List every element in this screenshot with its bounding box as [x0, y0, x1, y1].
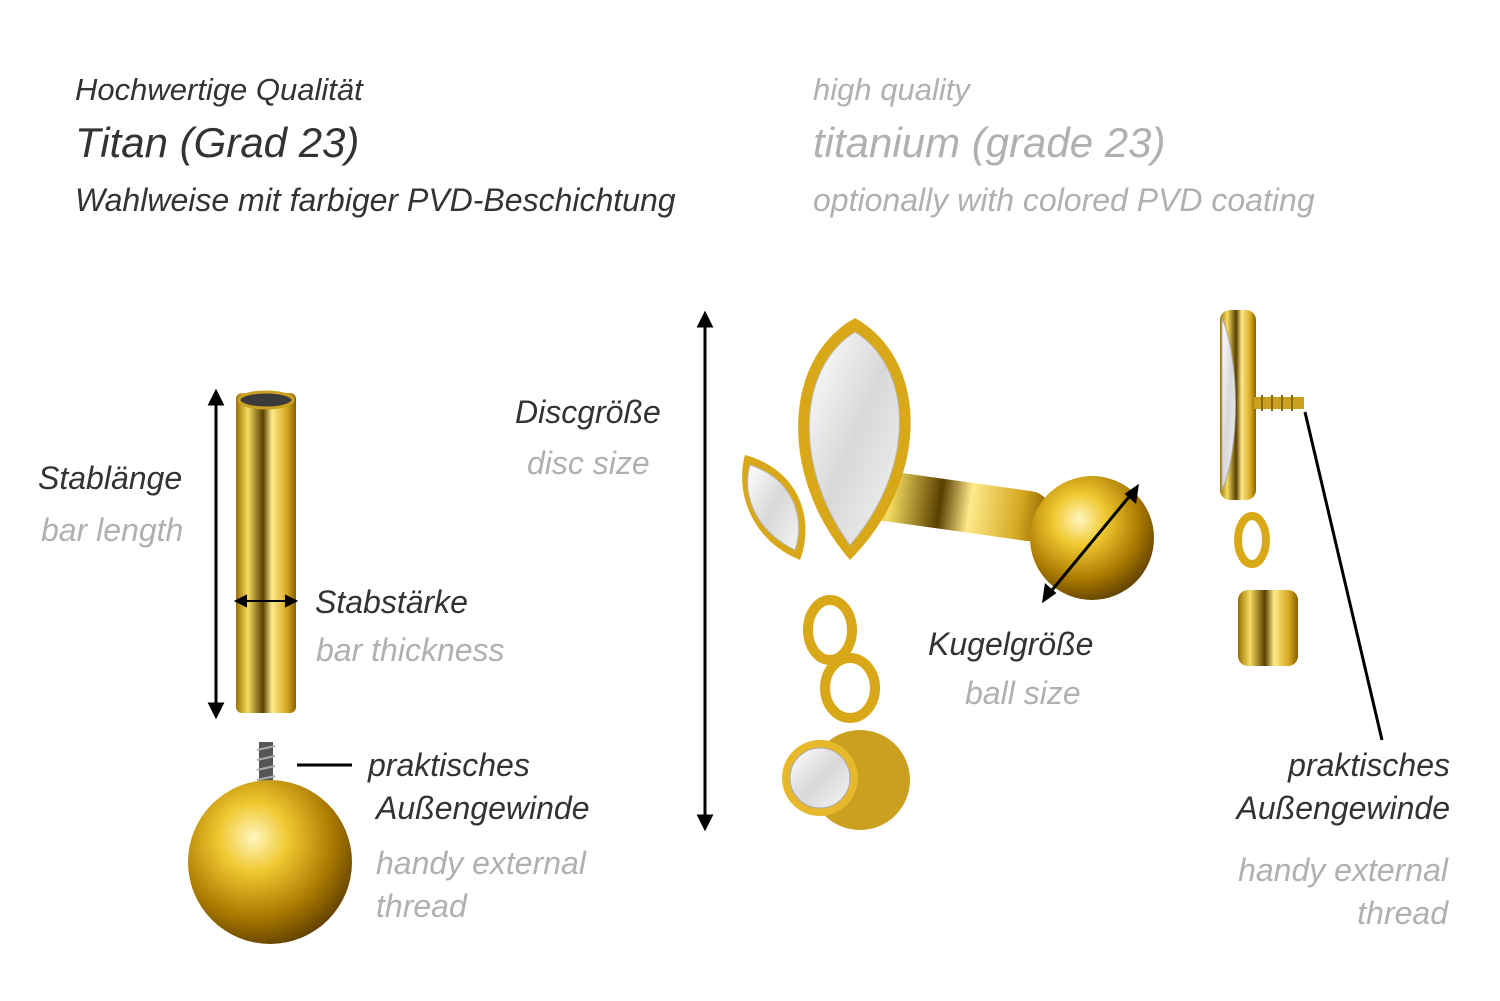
disc-size-arrow: [696, 310, 714, 832]
thread-right-label-en-1: handy external: [1238, 852, 1448, 888]
bar-thickness-arrow: [233, 594, 299, 608]
thread-right-label-de-1: praktisches: [1288, 747, 1450, 783]
ball-size-label-en: ball size: [965, 675, 1081, 711]
header-coating-de: Wahlweise mit farbiger PVD-Beschichtung: [75, 182, 676, 218]
thread-left-label-en-2: thread: [376, 888, 467, 924]
bar-image: [236, 390, 296, 713]
bar-length-label-en: bar length: [41, 512, 184, 548]
ball-size-label-de: Kugelgröße: [928, 626, 1094, 662]
ball-size-arrow: [1042, 483, 1139, 604]
thread-right-label-de-2: Außengewinde: [1236, 790, 1450, 826]
bar-length-arrow: [207, 388, 225, 720]
header-material-de: Titan (Grad 23): [75, 119, 360, 166]
earring-side-image: [1220, 310, 1304, 666]
thread-left-label-de-2: Außengewinde: [376, 790, 590, 826]
header-quality-de: Hochwertige Qualität: [75, 72, 363, 107]
thread-left-label-de-1: praktisches: [368, 747, 530, 783]
header-coating-en: optionally with colored PVD coating: [813, 182, 1315, 218]
disc-size-label-en: disc size: [527, 445, 650, 481]
thread-left-label-en-1: handy external: [376, 845, 586, 881]
header-material-en: titanium (grade 23): [813, 119, 1166, 166]
header-quality-en: high quality: [813, 72, 970, 107]
bar-length-label-de: Stablänge: [38, 460, 183, 496]
bar-thickness-label-de: Stabstärke: [315, 584, 468, 620]
thread-right-label-en-2: thread: [1357, 895, 1448, 931]
thread-pointer-right: [1303, 411, 1384, 741]
bar-thickness-label-en: bar thickness: [316, 632, 505, 668]
disc-size-label-de: Discgröße: [515, 394, 661, 430]
threaded-ball-image: [188, 742, 352, 944]
earring-image: [742, 318, 1154, 830]
